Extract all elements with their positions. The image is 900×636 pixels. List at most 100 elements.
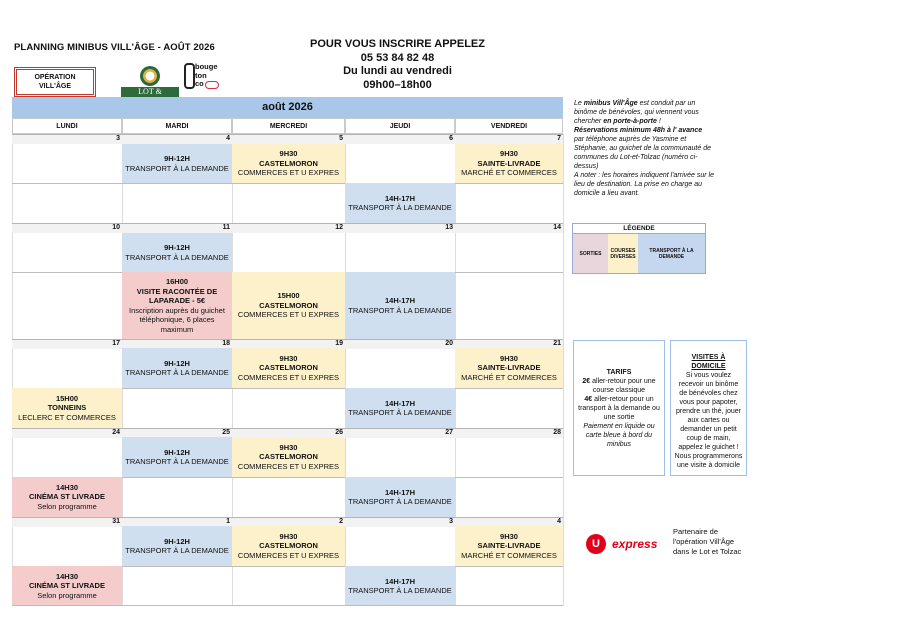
event-desc: MARCHÉ ET COMMERCES xyxy=(461,372,557,382)
info-p1-end: ! xyxy=(658,118,661,125)
week-strip xyxy=(12,517,563,527)
event-time: 15H00 xyxy=(55,393,79,403)
event-title: CINÉMA ST LIVRADE xyxy=(29,492,105,502)
day-header-friday: VENDREDI xyxy=(455,118,563,134)
legend-title: LÉGENDE xyxy=(573,224,705,234)
column-divider xyxy=(563,134,564,606)
event-desc: Selon programme xyxy=(37,501,97,511)
event-castelmoron[interactable]: 15H00 CASTELMORON COMMERCES ET U EXPRES xyxy=(232,272,345,339)
event-time: 9H30 xyxy=(279,442,298,452)
day-number: 4 xyxy=(557,518,561,525)
operation-line1: OPÉRATION xyxy=(34,74,76,81)
column-divider xyxy=(345,134,346,606)
info-p1: Le xyxy=(574,100,582,107)
column-divider xyxy=(12,134,13,606)
operation-box: OPÉRATION VILL'ÂGE xyxy=(14,67,96,97)
info-p1-porte: en porte-à-porte xyxy=(603,118,657,125)
partner-text: Partenaire de l'opération Vill'Âge dans … xyxy=(673,527,742,556)
event-desc: Selon programme xyxy=(37,590,97,600)
operation-line2: VILL'ÂGE xyxy=(38,83,71,90)
event-desc: TRANSPORT À LA DEMANDE xyxy=(348,203,452,212)
event-time: 14H-17H xyxy=(384,576,415,586)
event-desc: TRANSPORT À LA DEMANDE xyxy=(348,408,452,417)
day-number: 3 xyxy=(449,518,453,525)
event-transport[interactable]: 9H-12H TRANSPORT À LA DEMANDE xyxy=(122,437,232,477)
contact-line: POUR VOUS INSCRIRE APPELEZ xyxy=(309,38,485,50)
event-desc: TRANSPORT À LA DEMANDE xyxy=(125,163,229,173)
event-transport[interactable]: 9H-12H TRANSPORT À LA DEMANDE xyxy=(122,348,232,388)
event-transport[interactable]: 14H-17H TRANSPORT À LA DEMANDE xyxy=(345,477,455,517)
event-time: 16H00 xyxy=(165,277,189,286)
visites-title: VISITES À DOMICILE xyxy=(691,354,726,370)
tarif-payment: Paiement en liquide ou carte bleue à bor… xyxy=(583,422,655,448)
event-time: 9H-12H xyxy=(164,536,190,546)
event-desc: TRANSPORT À LA DEMANDE xyxy=(348,305,452,315)
event-title: SAINTE-LIVRADE xyxy=(477,158,541,168)
event-transport[interactable]: 9H-12H TRANSPORT À LA DEMANDE xyxy=(122,526,232,566)
day-number: 7 xyxy=(557,135,561,142)
u-express-text: express xyxy=(612,537,658,551)
event-desc: TRANSPORT À LA DEMANDE xyxy=(348,497,452,506)
day-number: 21 xyxy=(553,340,561,347)
event-title: CASTELMORON xyxy=(259,541,318,551)
legend-transport: TRANSPORT À LA DEMANDE xyxy=(638,234,705,273)
event-cinema[interactable]: 14H30 CINÉMA ST LIVRADE Selon programme xyxy=(12,477,122,517)
tarifs-box: TARIFS 2€ aller-retour pour une course c… xyxy=(573,340,665,476)
event-title: CINÉMA ST LIVRADE xyxy=(29,581,105,591)
event-title: CASTELMORON xyxy=(259,452,318,462)
event-time: 14H-17H xyxy=(384,296,415,305)
event-sainte-livrade[interactable]: 9H30 SAINTE-LIVRADE MARCHÉ ET COMMERCES xyxy=(455,348,563,388)
bouge-logo-shape-icon xyxy=(184,63,195,89)
event-transport[interactable]: 9H-12H TRANSPORT À LA DEMANDE xyxy=(122,144,232,183)
event-transport[interactable]: 14H-17H TRANSPORT À LA DEMANDE xyxy=(345,566,455,606)
event-desc: COMMERCES ET U EXPRES xyxy=(237,461,340,471)
day-number: 6 xyxy=(449,135,453,142)
day-number: 2 xyxy=(339,518,343,525)
event-desc: MARCHÉ ET COMMERCES xyxy=(461,550,557,560)
week-strip xyxy=(12,428,563,438)
legend-courses: COURSES DIVERSES xyxy=(608,234,638,273)
event-title: CASTELMORON xyxy=(259,363,318,373)
event-desc: TRANSPORT À LA DEMANDE xyxy=(125,457,229,466)
event-title: CASTELMORON xyxy=(259,158,318,168)
event-time: 9H30 xyxy=(500,353,518,363)
calendar: août 2026 LUNDI MARDI MERCREDI JEUDI VEN… xyxy=(12,97,564,606)
tarif-1-desc: aller-retour pour une course classique xyxy=(592,377,656,394)
event-desc: TRANSPORT À LA DEMANDE xyxy=(348,586,452,595)
bouge-logo-word2: ton xyxy=(195,70,207,80)
day-number: 11 xyxy=(222,224,230,231)
day-number: 31 xyxy=(112,518,120,525)
event-desc: COMMERCES ET U EXPRES xyxy=(237,310,340,320)
info-p2-bold: Réservations minimum 48h à l' avance xyxy=(574,127,703,134)
bouge-logo-word3: co xyxy=(195,79,204,88)
event-title: SAINTE-LIVRADE xyxy=(477,541,541,551)
event-title: TONNEINS xyxy=(47,403,87,413)
event-tonneins[interactable]: 15H00 TONNEINS LECLERC ET COMMERCES xyxy=(12,388,122,428)
event-transport[interactable]: 14H-17H TRANSPORT À LA DEMANDE xyxy=(345,272,455,339)
calendar-month: août 2026 xyxy=(12,97,563,118)
event-desc: LECLERC ET COMMERCES xyxy=(18,412,116,422)
event-time: 14H30 xyxy=(55,571,79,581)
event-transport[interactable]: 14H-17H TRANSPORT À LA DEMANDE xyxy=(345,183,455,223)
event-castelmoron[interactable]: 9H30 CASTELMORON COMMERCES ET U EXPRES xyxy=(232,526,345,566)
bouge-logo-word1: bouge xyxy=(195,62,218,71)
event-sainte-livrade[interactable]: 9H30 SAINTE-LIVRADE MARCHÉ ET COMMERCES xyxy=(455,526,563,566)
week-strip xyxy=(12,134,563,144)
contact-phone[interactable]: 05 53 84 82 48 xyxy=(360,51,435,64)
event-transport[interactable]: 9H-12H TRANSPORT À LA DEMANDE xyxy=(122,233,232,272)
event-sainte-livrade[interactable]: 9H30 SAINTE-LIVRADE MARCHÉ ET COMMERCES xyxy=(455,144,563,183)
event-laparade[interactable]: 16H00 VISITE RACONTÉE DE LAPARADE - 5€ I… xyxy=(122,272,232,339)
event-transport[interactable]: 14H-17H TRANSPORT À LA DEMANDE xyxy=(345,388,455,428)
event-cinema[interactable]: 14H30 CINÉMA ST LIVRADE Selon programme xyxy=(12,566,122,606)
info-p2-rest: par téléphone auprès de Yasmine et Stéph… xyxy=(574,136,711,170)
event-desc: COMMERCES ET U EXPRES xyxy=(237,550,340,560)
day-number: 25 xyxy=(222,429,230,436)
event-desc: COMMERCES ET U EXPRES xyxy=(237,372,340,382)
event-title: CASTELMORON xyxy=(259,300,318,310)
event-castelmoron[interactable]: 9H30 CASTELMORON COMMERCES ET U EXPRES xyxy=(232,348,345,388)
event-castelmoron[interactable]: 9H30 CASTELMORON COMMERCES ET U EXPRES xyxy=(232,144,345,183)
info-text: Le minibus Vill'Âge est conduit par un b… xyxy=(574,99,714,198)
day-number: 19 xyxy=(335,340,343,347)
event-castelmoron[interactable]: 9H30 CASTELMORON COMMERCES ET U EXPRES xyxy=(232,437,345,477)
event-desc: TRANSPORT À LA DEMANDE xyxy=(125,252,229,262)
